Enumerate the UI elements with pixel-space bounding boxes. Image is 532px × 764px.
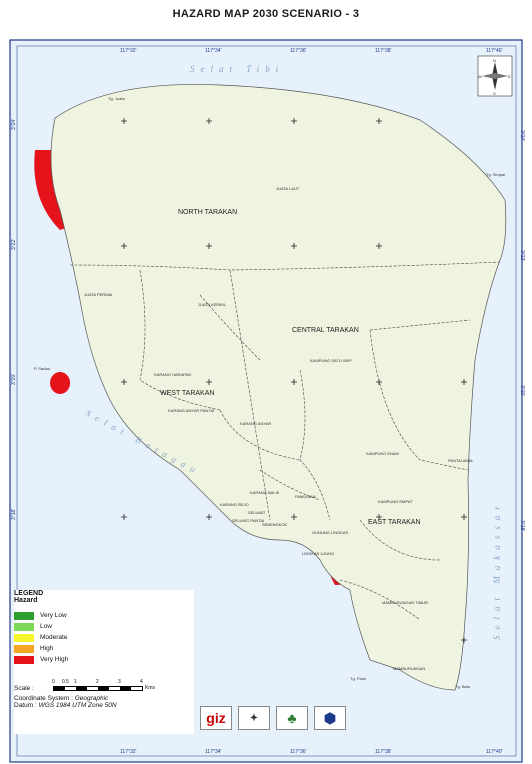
compass-w: W	[478, 74, 482, 79]
village-gunung-lingkas: GUNUNG LINGKAS	[312, 530, 349, 535]
place-p-sadau: P. Sadau	[34, 366, 50, 371]
tick-top-5: 117°40'	[486, 48, 503, 54]
compass-rose: N S E W	[477, 55, 513, 97]
village-sebengkok: SEBENGKOK	[262, 522, 287, 527]
place-tg-juata: Tg. Juata	[108, 96, 125, 101]
compass-s: S	[493, 91, 496, 96]
district-boundaries	[69, 261, 501, 621]
scale-unit: Kms	[145, 685, 155, 691]
compass-e: E	[508, 74, 511, 79]
tick-top-3: 117°36'	[290, 48, 307, 54]
inner-frame	[16, 45, 517, 757]
sea-label-east: Selat Makassar	[492, 500, 502, 640]
scale-tick: 2	[96, 679, 99, 685]
legend-subheading: Hazard	[14, 597, 38, 604]
tick-bottom-4: 117°38'	[375, 749, 392, 755]
village-lingkas-ujung: LINGKAS UJUNG	[302, 551, 334, 556]
scale-bar: Scale : 0 0.5 1 2 3 4 Kms	[14, 679, 194, 695]
map-title: HAZARD MAP 2030 SCENARIO - 3	[172, 8, 360, 20]
tick-right-3: 3°20'	[519, 385, 525, 396]
island-p-sadau	[50, 372, 71, 394]
legend-item: Moderate	[14, 632, 194, 643]
village-karang-anyar: KARANG ANYAR	[240, 421, 271, 426]
swatch-very-low	[14, 611, 34, 620]
tick-right-4: 3°18'	[519, 520, 525, 531]
swatch-high	[14, 644, 34, 653]
tick-right-2: 3°22'	[519, 250, 525, 261]
compass-n: N	[493, 58, 496, 63]
legend-heading: LEGEND	[14, 590, 44, 597]
legend-item: Low	[14, 621, 194, 632]
scale-tick: 4	[140, 679, 143, 685]
village-pantai-amal: PANTAI AMAL	[448, 458, 474, 463]
scale-tick: 0.5	[62, 679, 69, 685]
tick-left-4: 3°18'	[11, 509, 17, 520]
legend-item: High	[14, 643, 194, 654]
scale-tick: 1	[74, 679, 77, 685]
village-karang-rejo: KARANG REJO	[220, 502, 249, 507]
tick-bottom-5: 117°40'	[486, 749, 503, 755]
village-selumit-pantai: SELUMIT PANTAI	[232, 518, 264, 523]
giz-logo: giz	[200, 706, 232, 730]
tick-left-3: 3°20'	[11, 374, 17, 385]
region-north: NORTH TARAKAN	[178, 209, 237, 216]
australian-gov-logo: ✦	[238, 706, 270, 730]
datum-value: WGS 1984 UTM Zone 50N	[38, 702, 117, 709]
region-central: CENTRAL TARAKAN	[292, 327, 359, 334]
legend-label: Very High	[40, 656, 69, 663]
legend-panel: LEGEND Hazard Very Low Low Moderate High…	[14, 590, 194, 734]
scale-label: Scale :	[14, 685, 34, 692]
tick-bottom-1: 117°32'	[120, 749, 137, 755]
tarakan-island	[50, 84, 507, 691]
legend-item: Very High	[14, 654, 194, 665]
datum-label: Datum :	[14, 702, 37, 709]
coord-value: Geographic	[74, 695, 109, 702]
legend-label: Low	[40, 623, 52, 630]
village-juata-kerikil: JUATA KERIKIL	[198, 302, 227, 307]
coord-label: Coordinate System :	[14, 695, 73, 702]
village-pamusian: PAMUSIAN	[295, 494, 316, 499]
datum: Datum : WGS 1984 UTM Zone 50N	[14, 702, 194, 709]
graticule	[121, 118, 467, 643]
tick-left-1: 3°24'	[11, 119, 17, 130]
swatch-low	[14, 622, 34, 631]
legend-label: Very Low	[40, 612, 67, 619]
village-selumit: SELUMIT	[248, 510, 266, 515]
village-mamburungan-timur: MAMBURUNGAN TIMUR	[382, 600, 428, 605]
region-east: EAST TARAKAN	[368, 519, 421, 526]
village-kampung-enam: KAMPUNG ENAM	[366, 451, 399, 456]
scale-tick: 3	[118, 679, 121, 685]
coordinate-system: Coordinate System : Geographic	[14, 695, 194, 702]
place-tg-batu: Tg. Batu	[455, 684, 470, 689]
tarakan-emblem-logo: ⬢	[314, 706, 346, 730]
tick-top-2: 117°34'	[205, 48, 222, 54]
tick-top-1: 117°32'	[120, 48, 137, 54]
village-karang-anyar-pantai: KARANG ANYAR PANTAI	[168, 408, 214, 413]
legend-label: Moderate	[40, 634, 68, 641]
tick-top-4: 117°38'	[375, 48, 392, 54]
village-karang-balik: KARANG BALIK	[250, 490, 280, 495]
sea-label-north: Selat Tibi	[190, 64, 284, 74]
tick-right-1: 3°24'	[519, 130, 525, 141]
swatch-moderate	[14, 633, 34, 642]
place-tg-pasir: Tg. Pasir	[350, 676, 367, 681]
village-juata-laut: JUATA LAUT	[276, 186, 300, 191]
tick-bottom-2: 117°34'	[205, 749, 222, 755]
village-kampung-empat: KAMPUNG EMPAT	[378, 499, 413, 504]
village-karang-harapan: KARANG HARAPAN	[154, 372, 191, 377]
logo-strip: giz ✦ ♣ ⬢	[200, 706, 346, 730]
village-juata-permai: JUATA PERMAI	[84, 292, 112, 297]
tick-bottom-3: 117°36'	[290, 749, 307, 755]
tree-logo: ♣	[276, 706, 308, 730]
legend-label: High	[40, 645, 54, 652]
legend-item: Very Low	[14, 610, 194, 621]
village-kampung-satu-skip: KAMPUNG SATU SKIP	[310, 358, 352, 363]
village-mamburungan: MAMBURUNGAN	[393, 666, 425, 671]
swatch-very-high	[14, 655, 34, 664]
region-west: WEST TARAKAN	[160, 390, 214, 397]
scale-tick: 0	[52, 679, 55, 685]
place-tg-simpai: Tg. Simpai	[486, 172, 505, 177]
tick-left-2: 3°22'	[11, 239, 17, 250]
